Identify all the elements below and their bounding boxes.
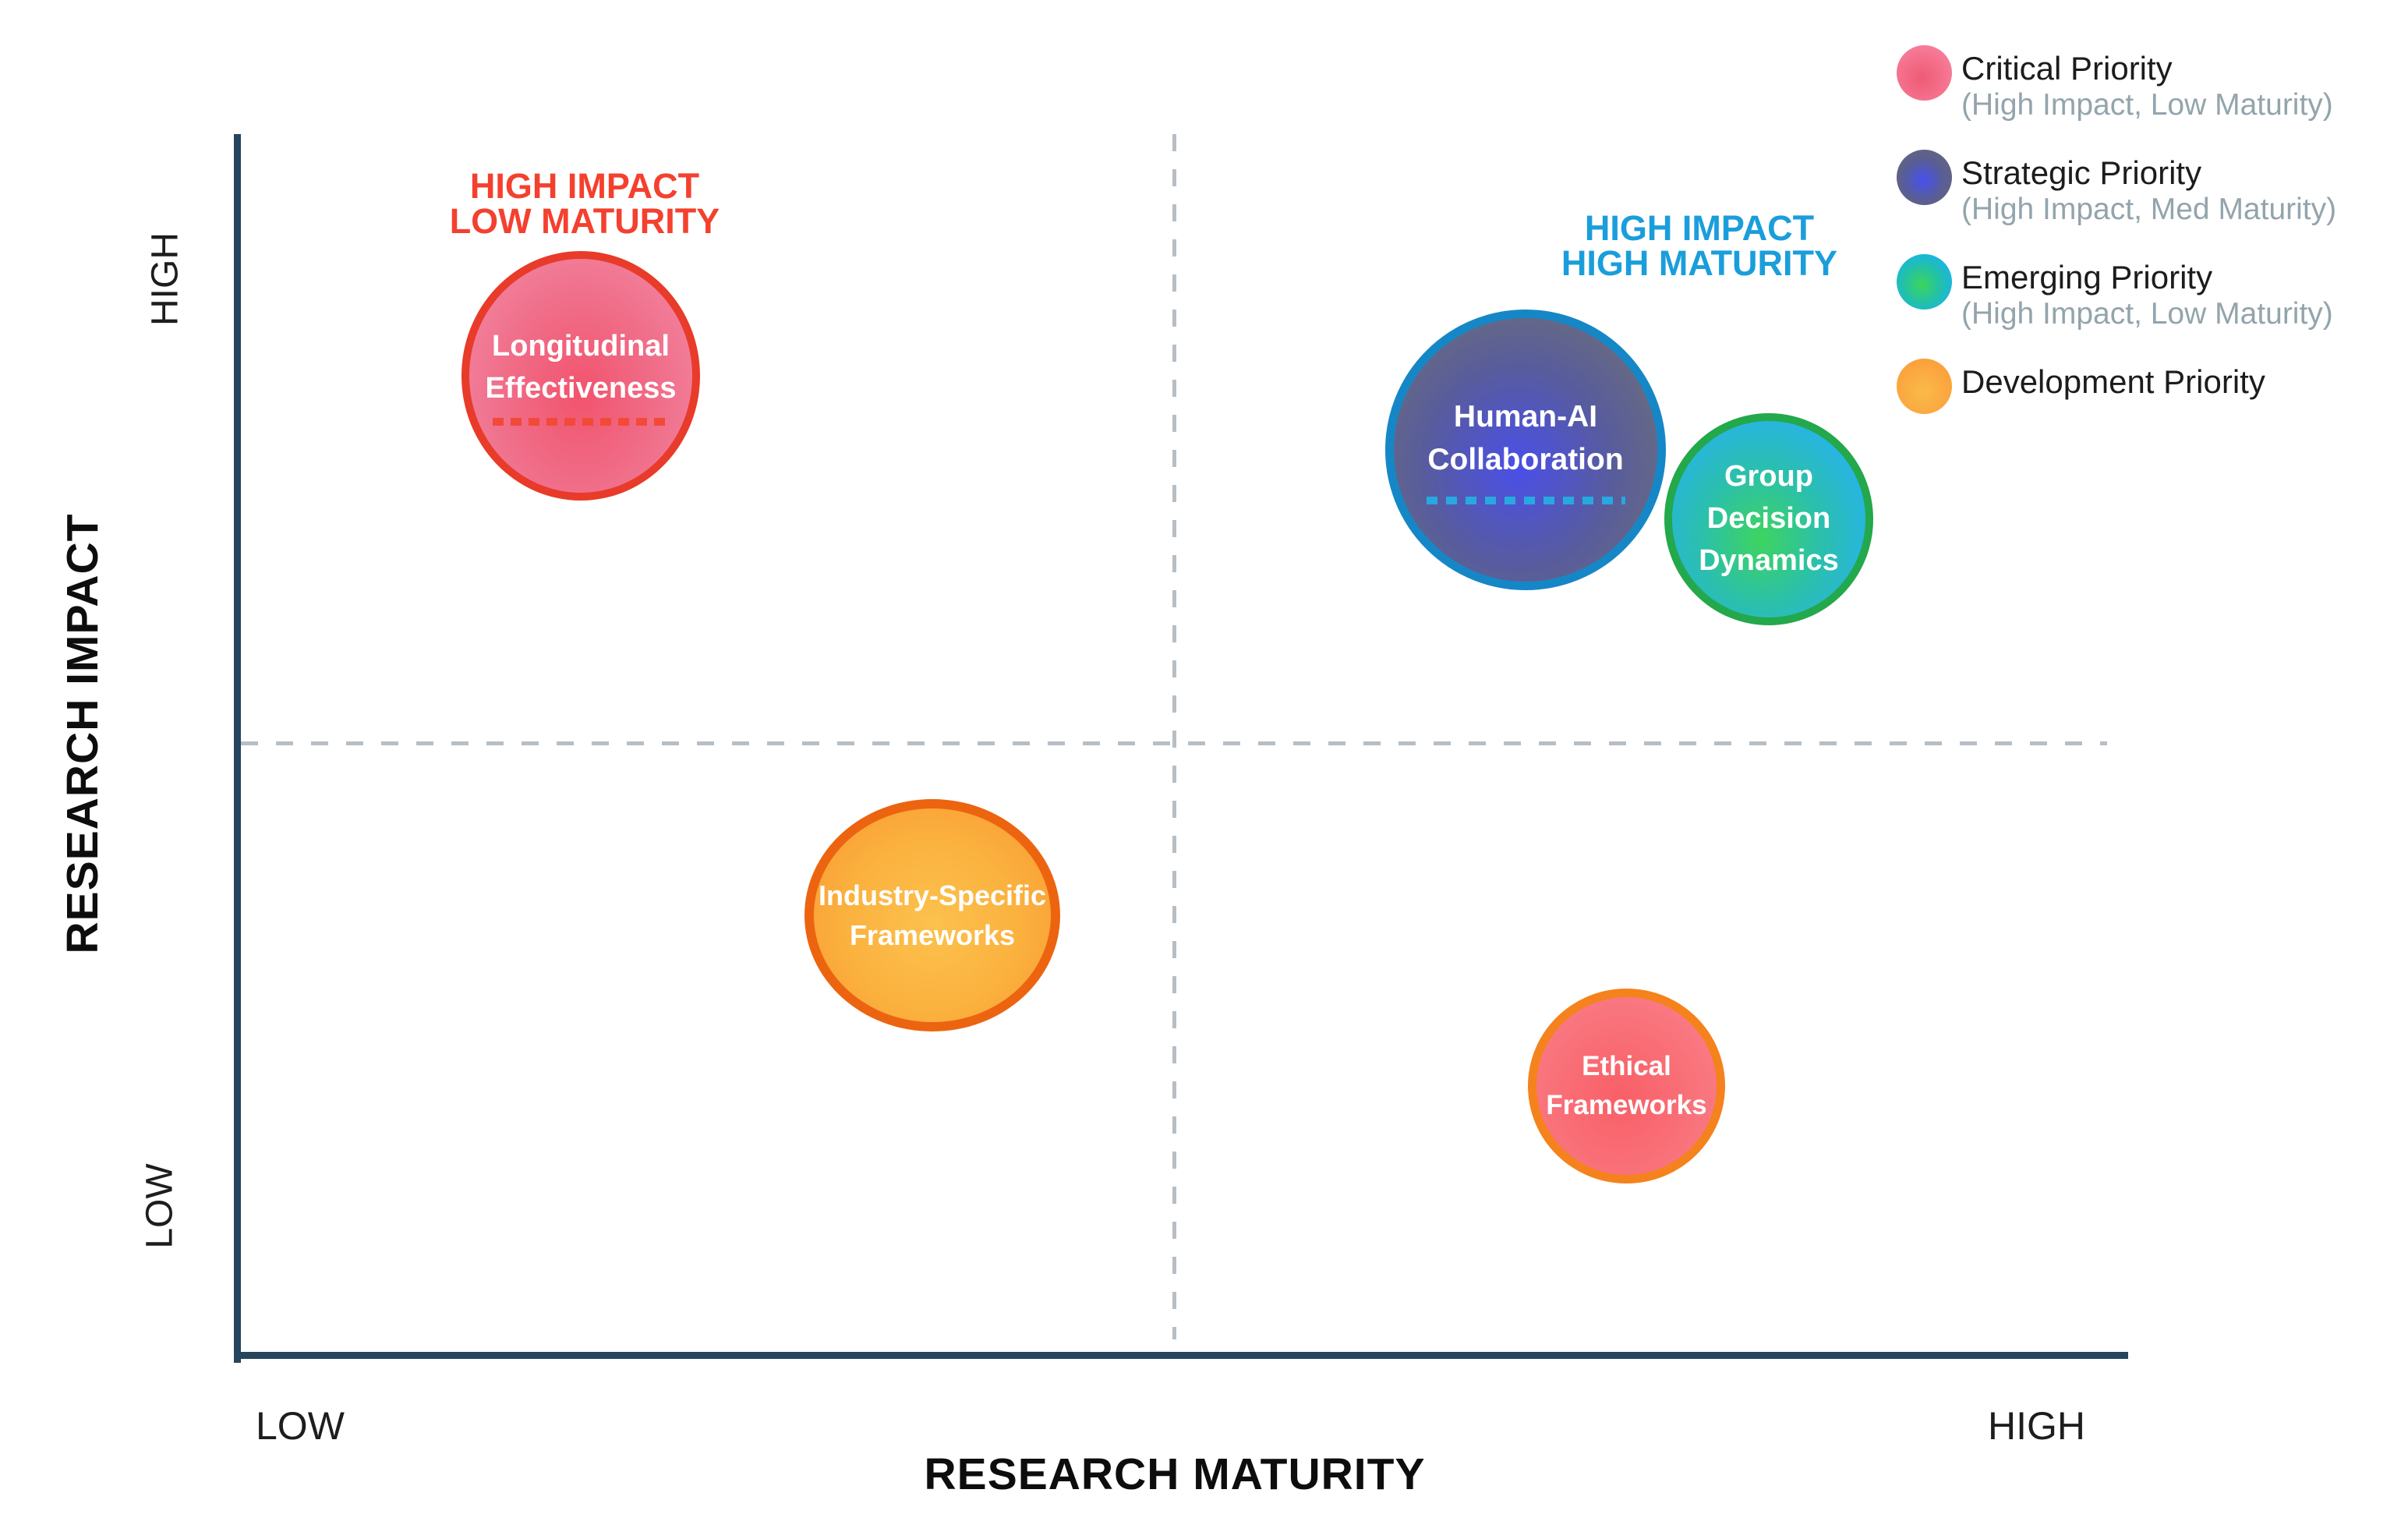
legend-text: Development Priority	[1961, 363, 2265, 401]
bubble-ethical-frameworks: Ethical Frameworks	[1528, 989, 1725, 1183]
bubble-longitudinal-effectiveness: Longitudinal Effectiveness	[461, 251, 700, 501]
legend-text: Critical Priority (High Impact, Low Matu…	[1961, 50, 2333, 123]
dashed-underline	[1426, 497, 1625, 505]
legend-title: Emerging Priority	[1961, 259, 2213, 295]
strategic-priority-swatch-icon	[1897, 150, 1952, 205]
x-axis-max-label: HIGH	[1988, 1404, 2085, 1448]
bubble-label-line: Longitudinal	[492, 330, 670, 363]
emerging-priority-swatch-icon	[1897, 254, 1952, 310]
development-priority-swatch-icon	[1897, 359, 1952, 414]
bubble-group-decision-dynamics: Group Decision Dynamics	[1664, 413, 1873, 625]
quadrant-label-high-impact-high-maturity: HIGH IMPACT HIGH MATURITY	[1481, 211, 1918, 281]
bubble-label-line: Frameworks	[1546, 1090, 1707, 1120]
x-axis-line	[234, 1352, 2128, 1359]
bubble-label: Industry-Specific Frameworks	[814, 876, 1051, 955]
legend-subtitle: (High Impact, Low Maturity)	[1961, 88, 2333, 122]
legend-item-critical-priority: Critical Priority (High Impact, Low Matu…	[1897, 45, 2336, 123]
x-axis-title: RESEARCH MATURITY	[924, 1449, 1426, 1499]
legend-subtitle: (High Impact, Med Maturity)	[1961, 193, 2337, 226]
y-axis-line	[234, 134, 241, 1363]
critical-priority-swatch-icon	[1897, 45, 1952, 101]
vertical-quadrant-divider	[1172, 134, 1176, 1339]
horizontal-quadrant-divider	[241, 741, 2107, 745]
legend-text: Strategic Priority (High Impact, Med Mat…	[1961, 154, 2336, 228]
x-axis-min-label: LOW	[256, 1404, 345, 1448]
quadrant-label-line: LOW MATURITY	[449, 201, 720, 241]
bubble-label-line: Ethical	[1582, 1051, 1671, 1082]
legend-title: Development Priority	[1961, 363, 2265, 400]
bubble-label-line: Dynamics	[1699, 543, 1839, 577]
bubble-label-line: Group Decision	[1706, 460, 1831, 536]
legend-title: Critical Priority	[1961, 50, 2173, 87]
bubble-label-line: Collaboration	[1427, 443, 1624, 476]
bubble-label-line: Frameworks	[849, 919, 1016, 951]
legend: Critical Priority (High Impact, Low Matu…	[1897, 45, 2336, 414]
legend-item-emerging-priority: Emerging Priority (High Impact, Low Matu…	[1897, 254, 2336, 332]
bubble-label-line: Industry-Specific	[818, 879, 1047, 911]
quadrant-label-high-impact-low-maturity: HIGH IMPACT LOW MATURITY	[366, 168, 803, 239]
bubble-label-line: Effectiveness	[485, 372, 677, 405]
bubble-label-line: Human-AI	[1453, 399, 1598, 433]
quadrant-label-line: HIGH IMPACT	[1584, 208, 1815, 248]
quadrant-label-line: HIGH MATURITY	[1561, 243, 1838, 283]
legend-item-strategic-priority: Strategic Priority (High Impact, Med Mat…	[1897, 150, 2336, 228]
bubble-label: Human-AI Collaboration	[1394, 395, 1657, 505]
y-axis-max-label: HIGH	[144, 232, 186, 326]
bubble-label: Longitudinal Effectiveness	[469, 326, 692, 426]
y-axis-title: RESEARCH IMPACT	[58, 513, 108, 954]
dashed-underline	[492, 417, 670, 426]
legend-text: Emerging Priority (High Impact, Low Matu…	[1961, 259, 2333, 332]
quadrant-label-line: HIGH IMPACT	[469, 166, 700, 206]
y-axis-min-label: LOW	[139, 1163, 181, 1249]
bubble-industry-specific-frameworks: Industry-Specific Frameworks	[804, 799, 1060, 1031]
bubble-label: Ethical Frameworks	[1536, 1047, 1717, 1124]
legend-subtitle: (High Impact, Low Maturity)	[1961, 297, 2333, 331]
bubble-human-ai-collaboration: Human-AI Collaboration	[1385, 310, 1666, 590]
legend-item-development-priority: Development Priority	[1897, 359, 2336, 414]
bubble-label: Group Decision Dynamics	[1672, 456, 1865, 582]
legend-title: Strategic Priority	[1961, 154, 2202, 191]
